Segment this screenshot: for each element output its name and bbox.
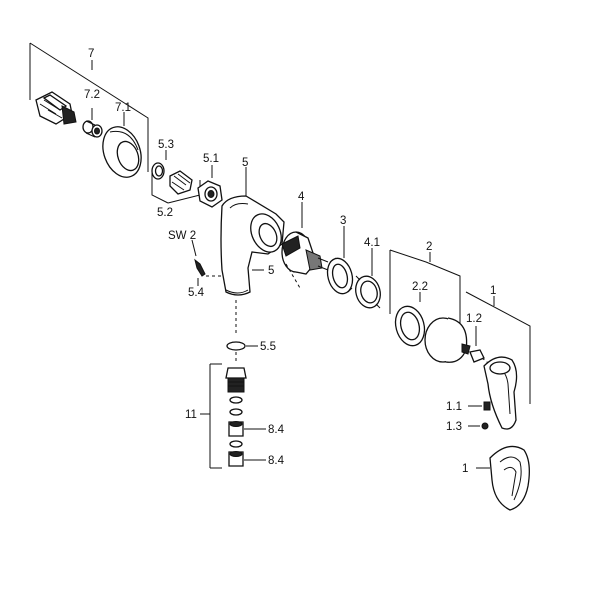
label-2-2: 2.2: [412, 281, 428, 293]
part-3-nut-ring: [326, 226, 354, 295]
label-7-1: 7.1: [115, 102, 131, 114]
part-4-cartridge: [281, 202, 329, 289]
bracket-group-2: [389, 249, 461, 350]
part-2-cover: [424, 317, 471, 363]
part-5-4-screw: [191, 239, 222, 286]
part-5-elbow-body: [220, 167, 285, 296]
label-1-3: 1.3: [446, 421, 462, 433]
label-5-3: 5.3: [158, 139, 174, 151]
label-1-top: 1: [490, 285, 496, 297]
label-1-1: 1.1: [446, 401, 462, 413]
label-5-side: 5: [268, 265, 274, 277]
label-7: 7: [88, 48, 94, 60]
part-1-1-screw: [468, 401, 491, 411]
label-7-2: 7.2: [84, 89, 100, 101]
part-1-lever-alt: [476, 445, 530, 511]
label-5-4: 5.4: [188, 287, 205, 299]
part-5-1-nut: [197, 180, 223, 208]
label-11: 11: [185, 409, 197, 421]
label-2: 2: [426, 241, 432, 253]
part-5-1-insert: [169, 165, 213, 195]
label-1-bottom: 1: [462, 463, 468, 475]
vertical-assembly: [200, 300, 266, 469]
label-3: 3: [340, 215, 346, 227]
label-sw2: SW 2: [168, 230, 196, 242]
part-4-1-clip-ring: [355, 248, 381, 309]
part-1-3-plug: [468, 422, 489, 430]
label-1-2: 1.2: [466, 313, 482, 325]
label-8-4-b: 8.4: [268, 455, 285, 467]
part-2-2-ring: [394, 292, 426, 347]
part-7-1-rosette: [102, 112, 142, 178]
label-8-4-a: 8.4: [268, 424, 285, 436]
bracket-group-7: [29, 42, 149, 172]
part-7-2-nut: [82, 108, 103, 138]
label-5-top: 5: [242, 157, 248, 169]
part-1-2-insert: [469, 349, 493, 367]
part-1-lever-handle: [483, 356, 518, 430]
part-5-3-ring: [151, 150, 167, 180]
label-4: 4: [298, 191, 305, 203]
label-5-2: 5.2: [157, 207, 173, 219]
part-7-connector: [35, 91, 77, 125]
bracket-group-1: [465, 291, 531, 404]
label-5-5: 5.5: [260, 341, 276, 353]
label-4-1: 4.1: [364, 237, 380, 249]
label-5-1: 5.1: [203, 153, 219, 165]
